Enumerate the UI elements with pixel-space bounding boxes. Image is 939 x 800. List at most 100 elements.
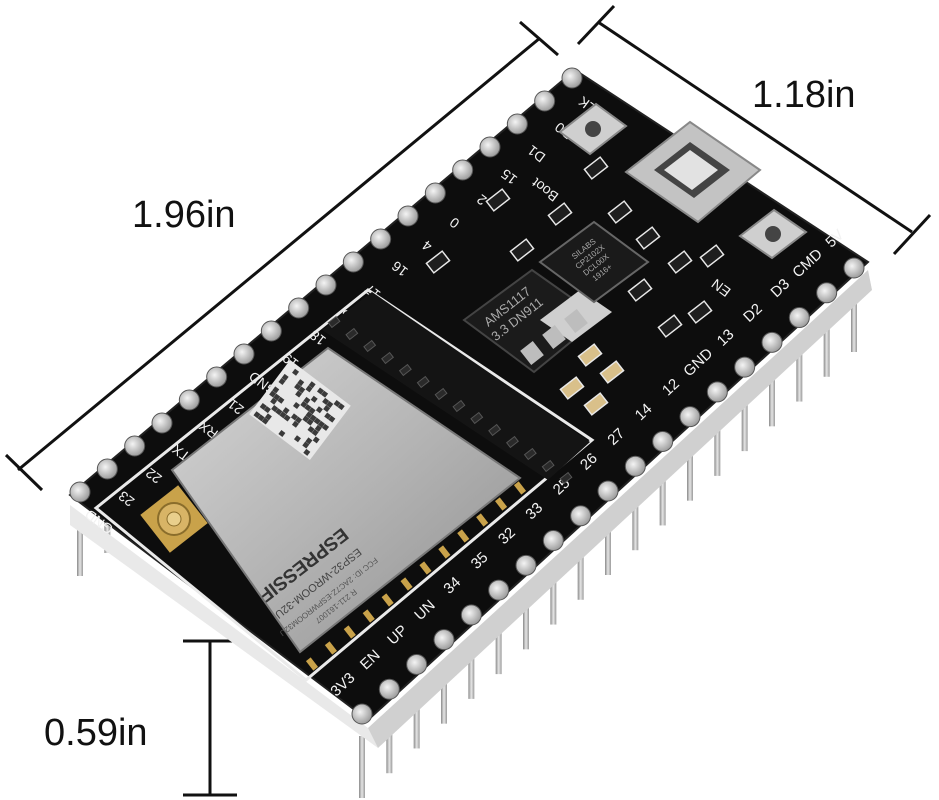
header-pin — [851, 290, 857, 352]
boot-button — [558, 102, 628, 156]
width-dimension-line — [597, 20, 913, 234]
header-pin — [386, 711, 393, 774]
module-pad — [398, 363, 412, 377]
header-pin — [441, 661, 447, 724]
module-edge-pads — [305, 315, 573, 671]
pin-pad — [233, 343, 255, 365]
length-tick-left — [4, 453, 44, 492]
length-tick-right — [519, 20, 559, 57]
length-dimension-label: 1.96in — [132, 194, 236, 236]
pin-pad — [397, 205, 419, 227]
pin-pad — [624, 455, 646, 477]
header-pin — [823, 314, 830, 377]
module-pad — [559, 471, 573, 485]
smd-part — [485, 188, 511, 212]
header-pin — [714, 413, 721, 476]
module-pad — [363, 339, 377, 353]
pin-pad — [288, 297, 310, 319]
pin-pad — [178, 389, 200, 411]
module-pad — [381, 593, 394, 607]
pin-pad — [816, 282, 838, 304]
pin-pad — [351, 703, 373, 725]
module-pad — [523, 447, 537, 461]
smd-part — [583, 156, 609, 180]
module-pad — [488, 423, 502, 437]
pin-pad — [561, 67, 583, 89]
pin-pad — [206, 366, 228, 388]
module-pad — [513, 481, 527, 495]
module-pad — [438, 545, 451, 559]
header-pin — [359, 736, 365, 798]
pin-pad — [506, 113, 528, 135]
pin-pad — [124, 435, 146, 457]
header-pin — [769, 364, 775, 427]
smd-part — [699, 244, 725, 268]
module-pad — [505, 435, 519, 449]
smd-part — [667, 250, 693, 274]
module-pad — [381, 351, 395, 365]
module-pad — [400, 577, 413, 591]
usb-uart-chip: SILABS CP2102X DCL00X 1916+ — [538, 220, 650, 304]
pin-pad — [96, 458, 118, 480]
module-pad — [476, 513, 489, 527]
header-pin — [495, 612, 502, 675]
pin-pad — [260, 320, 282, 342]
smd-part — [687, 300, 713, 324]
pin-pads-bottom-row — [351, 257, 865, 725]
module-pad — [541, 459, 555, 473]
smd-part — [599, 360, 625, 384]
header-pin — [468, 636, 475, 699]
header-pin — [413, 686, 420, 749]
pin-pad — [488, 579, 510, 601]
pin-pad — [342, 251, 364, 273]
pin-pad — [706, 381, 728, 403]
pin-pad — [479, 136, 501, 158]
module-pad — [470, 411, 484, 425]
pin-pad — [534, 90, 556, 112]
header-pin — [523, 587, 529, 650]
header-pin — [632, 488, 639, 551]
module-pad — [362, 609, 375, 623]
pin-pad — [370, 228, 392, 250]
header-pin — [550, 562, 557, 625]
pin-pad — [679, 406, 701, 428]
module-pad — [343, 625, 356, 639]
smd-components — [425, 156, 725, 416]
smd-part — [425, 250, 451, 274]
dimension-lines — [4, 4, 932, 797]
module-pad — [324, 641, 337, 655]
pin-pad — [542, 530, 564, 552]
ufl-antenna-connector — [140, 485, 208, 553]
pin-pad — [424, 182, 446, 204]
module-pad — [419, 561, 432, 575]
header-pin — [659, 463, 666, 526]
pin-pad — [378, 678, 400, 700]
smd-part — [509, 238, 535, 262]
pin-pad — [315, 274, 337, 296]
pin-pad — [452, 159, 474, 181]
module-pad — [416, 375, 430, 389]
micro-usb-port — [624, 120, 762, 224]
smd-part — [607, 200, 633, 224]
width-dimension-label: 1.18in — [752, 74, 856, 116]
header-strip-right — [368, 270, 872, 748]
pin-pads-top-row — [69, 67, 583, 503]
pin-pad — [761, 331, 783, 353]
pin-pad — [69, 481, 91, 503]
pin-pad — [734, 356, 756, 378]
voltage-regulator: AMS1117 3.3 DN911 — [462, 268, 612, 374]
pin-pad — [151, 412, 173, 434]
pin-pad — [406, 653, 428, 675]
qr-code — [249, 359, 351, 461]
header-pin — [77, 516, 83, 576]
module-pad — [495, 497, 508, 511]
module-pad — [345, 327, 359, 341]
length-dimension-line — [17, 36, 541, 472]
smd-part — [583, 392, 609, 416]
module-pad — [305, 657, 319, 671]
height-dimension-label: 0.59in — [44, 712, 148, 754]
pin-pad — [570, 505, 592, 527]
module-pad — [452, 399, 466, 413]
header-pin — [577, 537, 584, 600]
